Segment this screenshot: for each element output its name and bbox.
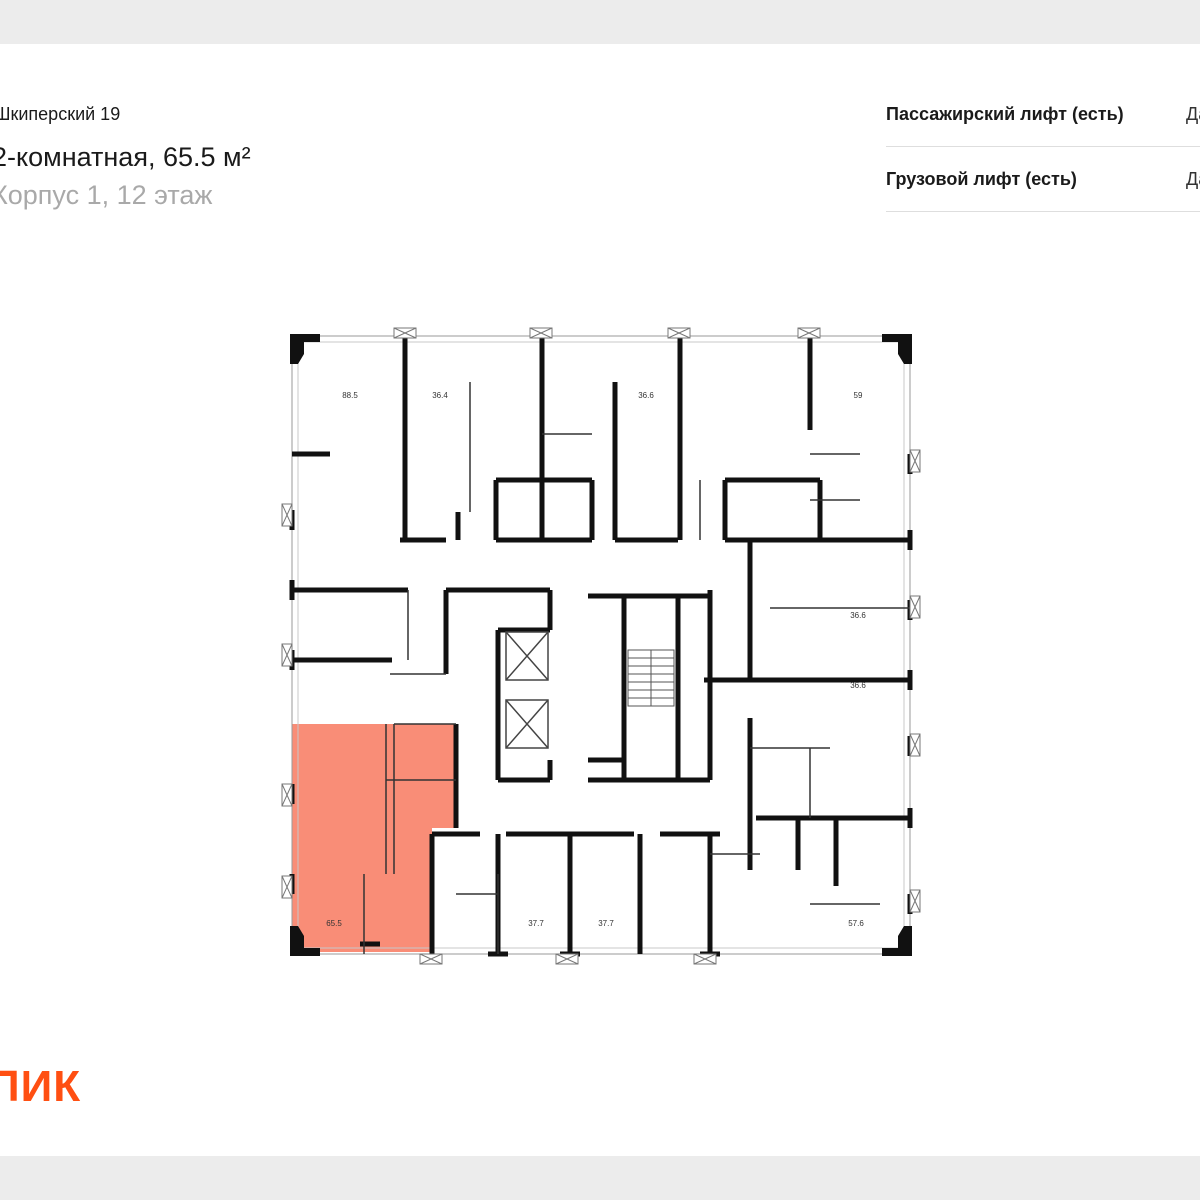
feature-row-freight-lift: Грузовой лифт (есть) Да (886, 147, 1200, 212)
elevator-shafts (505, 631, 549, 749)
window-mark (281, 783, 293, 807)
apartment-area-label[interactable]: 65.5 (326, 919, 342, 928)
selected-apartment-highlight[interactable] (292, 724, 456, 952)
staircase (627, 649, 675, 707)
corner-columns (290, 334, 912, 956)
apartment-area-label[interactable]: 36.6 (850, 681, 866, 690)
window-mark (281, 643, 293, 667)
window-mark (529, 327, 553, 339)
window-mark (693, 953, 717, 965)
flat-title: 2-комнатная, 65.5 м² (0, 142, 251, 172)
project-name: Шкиперский 19 (0, 104, 121, 124)
window-mark (909, 733, 921, 757)
floor-plan-drawing: 88.5 36.4 36.6 59 36.6 36.6 65.5 37.7 37.7 57.6 (281, 327, 921, 965)
partitions (363, 382, 910, 954)
feature-label: Грузовой лифт (есть) (886, 169, 1077, 189)
feature-value: Да (1186, 104, 1200, 124)
window-mark (909, 889, 921, 913)
window-mark (909, 449, 921, 473)
window-mark (555, 953, 579, 965)
facade-outline-inner (297, 341, 905, 949)
floor-plan: 88.5 36.4 36.6 59 36.6 36.6 65.5 37.7 37.7 57.6 (270, 314, 950, 999)
feature-row-passenger-lift: Пассажирский лифт (есть) Да (886, 82, 1200, 147)
floor-plan-sheet: Шкиперский 19 2-комнатная, 65.5 м² Корпу… (0, 44, 1200, 1156)
window-mark (797, 327, 821, 339)
area-labels: 88.5 36.4 36.6 59 36.6 36.6 65.5 37.7 37.7 57.6 (326, 391, 866, 928)
window-mark (393, 327, 417, 339)
apartment-area-label[interactable]: 37.7 (598, 919, 614, 928)
window-mark (281, 875, 293, 899)
apartment-area-label[interactable]: 36.6 (638, 391, 654, 400)
pik-logo: ПИК (0, 1062, 82, 1111)
flat-subtitle: Корпус 1, 12 этаж (0, 180, 213, 210)
apartment-area-label[interactable]: 59 (854, 391, 863, 400)
apartment-area-label[interactable]: 88.5 (342, 391, 358, 400)
feature-value: Да (1186, 169, 1200, 189)
feature-label: Пассажирский лифт (есть) (886, 104, 1124, 124)
window-mark (419, 953, 443, 965)
windows (281, 327, 921, 965)
apartment-area-label[interactable]: 36.6 (850, 611, 866, 620)
apartment-area-label[interactable]: 57.6 (848, 919, 864, 928)
window-mark (667, 327, 691, 339)
features-list: Пассажирский лифт (есть) Да Грузовой лиф… (886, 82, 1200, 212)
apartment-area-label[interactable]: 37.7 (528, 919, 544, 928)
apartment-area-label[interactable]: 36.4 (432, 391, 448, 400)
window-mark (909, 595, 921, 619)
window-mark (281, 503, 293, 527)
